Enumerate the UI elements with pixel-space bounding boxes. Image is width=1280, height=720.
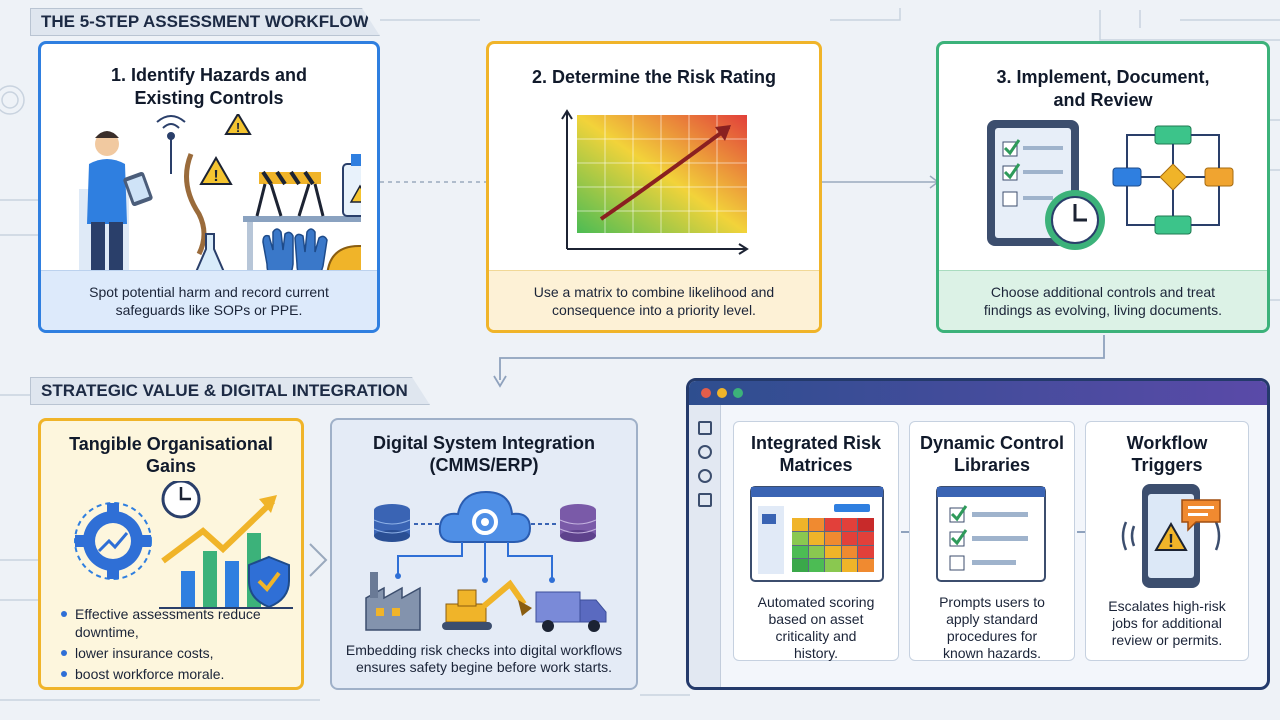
feature-3-title: Workflow Triggers xyxy=(1126,433,1208,475)
step-3-title: 3. Implement, Document, and Review xyxy=(996,67,1210,110)
warning-icon: ! ! xyxy=(199,114,252,185)
phone-alert-icon: ! xyxy=(1121,484,1221,588)
chemical-bottle-icon xyxy=(342,154,361,217)
flowchart-icon xyxy=(1112,125,1234,235)
step-3-illustration xyxy=(987,120,1234,250)
svg-text:!: ! xyxy=(213,168,218,185)
checklist-icon xyxy=(936,486,1046,582)
excavator-icon xyxy=(442,579,532,630)
clock-icon xyxy=(161,481,201,519)
gains-title: Tangible Organisational Gains xyxy=(69,434,273,476)
feature-1-description: Automated scoring based on asset critica… xyxy=(757,594,875,661)
feature-1-matrix-grid xyxy=(792,518,874,572)
barrier-icon xyxy=(255,170,325,217)
feature-1-title: Integrated Risk Matrices xyxy=(750,433,882,475)
step-2-description: Use a matrix to combine likelihood and c… xyxy=(489,270,819,330)
risk-matrix-icon xyxy=(561,109,749,255)
feature-3-description: Escalates high-risk jobs for additional … xyxy=(1108,598,1226,648)
step-1-title: 1. Identify Hazards and Existing Control… xyxy=(110,65,308,108)
svg-text:!: ! xyxy=(236,120,240,135)
gains-bullet: Effective assessments reduce downtime, xyxy=(61,605,297,641)
strategic-section-title: STRATEGIC VALUE & DIGITAL INTEGRATION xyxy=(30,377,430,405)
window-close-dot[interactable] xyxy=(701,388,711,398)
step-1-illustration: ! ! xyxy=(79,114,361,292)
step-3-description: Choose additional controls and treat fin… xyxy=(939,270,1267,330)
wifi-icon xyxy=(156,115,186,174)
sidebar-home-icon[interactable] xyxy=(698,421,712,435)
cloud-gear-icon xyxy=(438,490,532,543)
gains-bullet: boost workforce morale. xyxy=(61,665,297,683)
step-2-title: 2. Determine the Risk Rating xyxy=(531,67,777,87)
window-minimize-dot[interactable] xyxy=(717,388,727,398)
app-sidebar xyxy=(689,405,721,687)
feature-2-title: Dynamic Control Libraries xyxy=(919,433,1065,475)
gains-illustration xyxy=(74,481,293,609)
worker-icon xyxy=(79,131,153,289)
factory-icon xyxy=(365,572,421,631)
digital-integration-card: Digital System Integration (CMMS/ERP) xyxy=(330,418,638,690)
growth-chart-icon xyxy=(161,495,277,607)
integration-description: Embedding risk checks into digital workf… xyxy=(345,642,623,675)
step-card-implement-review: 3. Implement, Document, and Review xyxy=(936,41,1270,333)
sidebar-settings-icon[interactable] xyxy=(698,469,712,483)
gains-bullet-list: Effective assessments reduce downtime, l… xyxy=(61,605,297,683)
sidebar-docs-icon[interactable] xyxy=(698,493,712,507)
step-1-description: Spot potential harm and record current s… xyxy=(41,270,377,330)
database-icon xyxy=(559,504,597,542)
gains-bullet: lower insurance costs, xyxy=(61,644,297,662)
window-maximize-dot[interactable] xyxy=(733,388,743,398)
feature-card-workflow-triggers[interactable]: Workflow Triggers ! Escalates high-risk … xyxy=(1085,421,1249,661)
feature-2-description: Prompts users to apply standard procedur… xyxy=(939,594,1045,661)
database-icon xyxy=(373,504,411,542)
shield-check-icon xyxy=(248,555,290,609)
gear-icon xyxy=(74,502,152,580)
feature-card-control-libraries[interactable]: Dynamic Control Libraries Prompts users … xyxy=(909,421,1075,661)
step-card-risk-rating: 2. Determine the Risk Rating Use a matri… xyxy=(486,41,822,333)
integration-title: Digital System Integration (CMMS/ERP) xyxy=(372,433,596,475)
window-title-bar xyxy=(689,381,1267,405)
organisational-gains-card: Tangible Organisational Gains xyxy=(38,418,304,690)
step-card-identify-hazards: 1. Identify Hazards and Existing Control… xyxy=(38,41,380,333)
sidebar-list-icon[interactable] xyxy=(698,445,712,459)
app-window-panel: Integrated Risk Matrices Automated scori… xyxy=(686,378,1270,690)
chevron-right-icon xyxy=(309,543,328,577)
clock-icon xyxy=(1045,190,1105,250)
truck-icon xyxy=(535,591,607,632)
feature-card-risk-matrices[interactable]: Integrated Risk Matrices Automated scori… xyxy=(733,421,899,661)
workflow-section-title: THE 5-STEP ASSESSMENT WORKFLOW xyxy=(30,8,380,36)
svg-text:!: ! xyxy=(1168,531,1174,551)
integration-illustration xyxy=(365,490,607,632)
